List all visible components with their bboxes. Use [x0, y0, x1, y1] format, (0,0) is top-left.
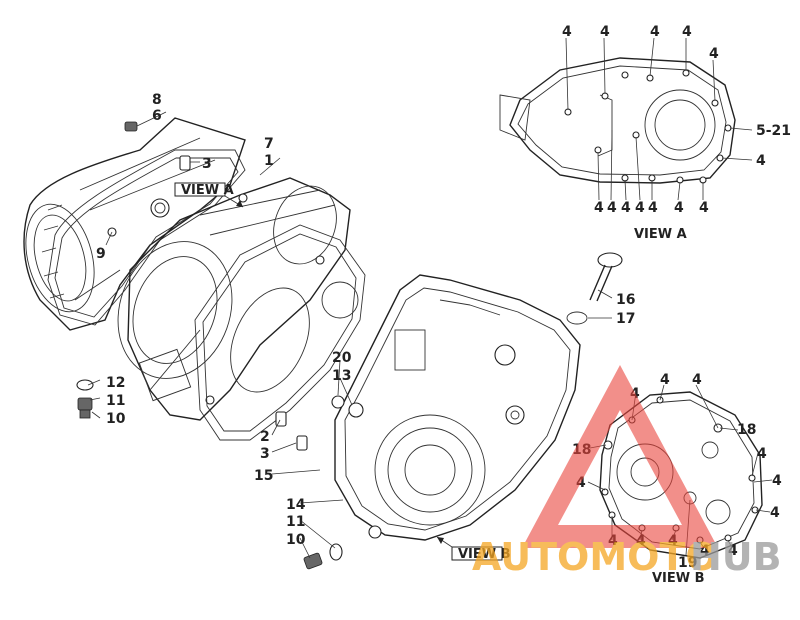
callout-8: 8: [152, 92, 162, 108]
view-a-pointer-label: VIEW A: [181, 183, 234, 198]
view-a-caption: VIEW A: [634, 227, 687, 242]
view-a-top-1: 4: [562, 24, 572, 40]
watermark-text-a: AUTOMOTO: [472, 535, 718, 579]
callout-12: 12: [106, 375, 125, 391]
view-a-pointer: VIEW A: [174, 182, 244, 208]
view-b-left-2: 4: [576, 475, 586, 491]
callout-7: 7: [264, 136, 274, 152]
center-gasket: [194, 224, 366, 441]
watermark-text-b: HUB: [690, 535, 782, 579]
dipstick-and-oring: [566, 252, 623, 325]
view-a-bottom-2: 4: [607, 200, 617, 216]
view-a-right-2: 4: [756, 153, 766, 169]
callout-16: 16: [616, 292, 635, 308]
view-a-callouts: 4 4 4 4 4 5-21 4 4 4 4 4 4 4 4 VIEW A: [562, 24, 791, 242]
drain-bolt-left: [76, 121, 138, 419]
view-a-bottom-4: 4: [635, 200, 645, 216]
callout-15: 15: [254, 468, 273, 484]
callout-10b: 10: [286, 532, 306, 548]
magneto-cover: [331, 274, 581, 541]
callout-17: 17: [616, 311, 635, 327]
callout-10a: 10: [106, 411, 126, 427]
callout-13: 13: [332, 368, 351, 384]
callout-11a: 11: [106, 393, 125, 409]
callout-2: 2: [260, 429, 270, 445]
view-a-right-1: 5-21: [756, 123, 791, 139]
callout-3b: 3: [260, 446, 270, 462]
view-b-top-3: 4: [692, 372, 702, 388]
view-a-top-3: 4: [650, 24, 660, 40]
view-a-bottom-6: 4: [674, 200, 684, 216]
view-a-top-2: 4: [600, 24, 610, 40]
view-a-bottom-3: 4: [621, 200, 631, 216]
part-callouts: 8 6 3 7 1 9 12 11 10 20 13 2 3 15 14 11 …: [96, 92, 635, 548]
callout-14: 14: [286, 497, 306, 513]
callout-11b: 11: [286, 514, 305, 530]
watermark-triangle-icon: [522, 365, 718, 548]
view-b-bottom-4: 19: [678, 555, 697, 571]
callout-20: 20: [332, 350, 352, 366]
callout-1: 1: [264, 153, 274, 169]
view-b-right-4: 4: [770, 505, 780, 521]
callout-9: 9: [96, 246, 106, 262]
view-a-bottom-5: 4: [648, 200, 658, 216]
view-b-pointer: VIEW B: [436, 536, 511, 562]
crankcase-center: [117, 177, 351, 421]
view-a-top-4: 4: [682, 24, 692, 40]
view-a-bottom-7: 4: [699, 200, 709, 216]
view-b-bottom-5: 4: [700, 543, 710, 559]
view-a-inset: [499, 57, 736, 184]
view-b-right-3: 4: [772, 473, 782, 489]
watermark: AUTOMOTO HUB: [472, 365, 782, 579]
callout-6: 6: [152, 108, 162, 124]
view-a-bottom-1: 4: [594, 200, 604, 216]
view-b-right-1: 18: [737, 422, 756, 438]
drain-bolt-right: [303, 543, 343, 570]
view-b-right-2: 4: [757, 446, 767, 462]
view-b-top-2: 4: [660, 372, 670, 388]
view-b-pointer-label: VIEW B: [458, 547, 511, 562]
view-b-caption: VIEW B: [652, 571, 705, 586]
callout-3a: 3: [202, 156, 212, 172]
view-b-bottom-6: 4: [728, 543, 738, 559]
view-a-top-5: 4: [709, 46, 719, 62]
cover-gasket: [47, 149, 246, 326]
